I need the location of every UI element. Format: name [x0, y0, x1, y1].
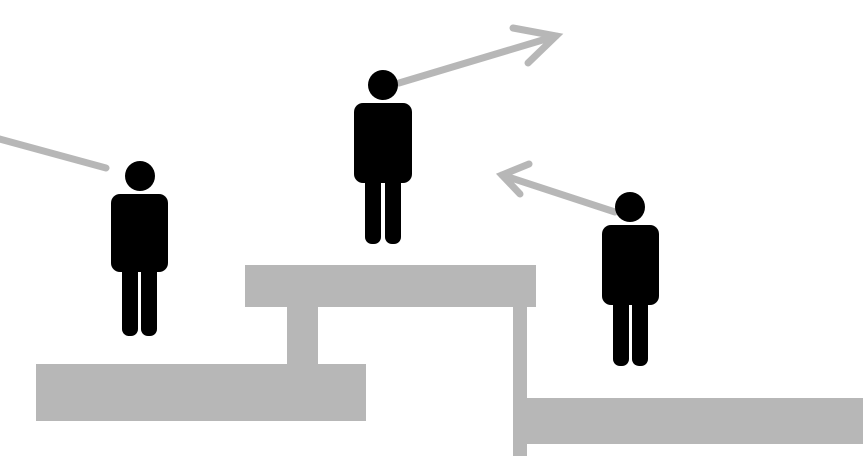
platform-low-right: [527, 398, 863, 444]
person-top-icon: [354, 70, 412, 244]
person-right-icon: [602, 192, 659, 366]
platform-support-column: [287, 300, 318, 366]
platform-high-center: [245, 265, 536, 307]
platform-right-wall: [513, 300, 527, 456]
person-left-icon: [111, 161, 168, 336]
gaze-lines-group: [0, 28, 615, 212]
platforms-group: [36, 265, 863, 456]
platform-low-left: [36, 364, 366, 421]
gaze-line-left: [0, 138, 106, 168]
